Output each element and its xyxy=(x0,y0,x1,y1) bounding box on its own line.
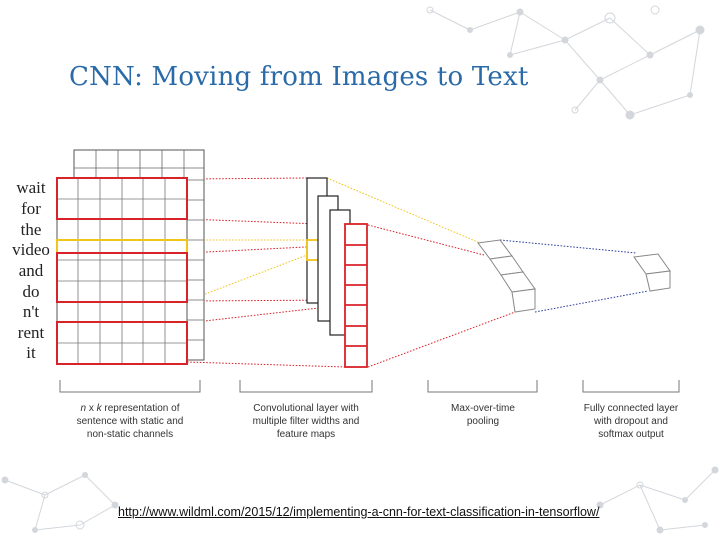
word-the: the xyxy=(20,220,42,239)
caption-input-var-n: n xyxy=(80,403,87,414)
network-decoration-top-right xyxy=(426,5,705,120)
caption-input: n x k representation of sentence with st… xyxy=(55,402,205,441)
output-vector xyxy=(633,253,671,292)
caption-fc-line3: softmax output xyxy=(598,429,664,440)
filter-window-red-top xyxy=(56,177,188,220)
caption-input-x: x xyxy=(86,403,97,414)
caption-input-line3: non-static channels xyxy=(86,429,174,440)
pooling-vector xyxy=(477,239,536,313)
feature-map-red xyxy=(344,223,368,368)
fc-connections xyxy=(499,239,649,313)
network-decoration-bottom-right xyxy=(596,466,719,534)
caption-fc-line1: Fully connected layer xyxy=(583,403,679,414)
caption-fc-line2: with dropout and xyxy=(594,416,668,427)
word-wait: wait xyxy=(16,178,46,197)
network-decoration-bottom-left xyxy=(1,472,119,533)
word-it: it xyxy=(26,343,36,362)
caption-input-line2: sentence with static and xyxy=(76,416,184,427)
caption-pool-line1: Max-over-time xyxy=(451,403,515,414)
caption-pool-line2: pooling xyxy=(466,416,500,427)
word-nt: n't xyxy=(22,302,40,321)
caption-pool: Max-over-time pooling xyxy=(428,402,538,428)
word-for: for xyxy=(21,199,41,218)
caption-conv-line3: feature maps xyxy=(276,429,336,440)
filter-window-red-bottom xyxy=(56,321,188,365)
word-do: do xyxy=(22,282,40,301)
word-rent: rent xyxy=(17,323,45,342)
caption-fc: Fully connected layer with dropout and s… xyxy=(570,402,692,441)
pool-connections xyxy=(326,177,516,368)
caption-conv: Convolutional layer with multiple filter… xyxy=(236,402,376,441)
word-and: and xyxy=(18,261,44,280)
caption-conv-line2: multiple filter widths and xyxy=(252,416,360,427)
source-link[interactable]: http://www.wildml.com/2015/12/implementi… xyxy=(118,505,600,519)
word-video: video xyxy=(12,240,50,259)
slide-title: CNN: Moving from Images to Text xyxy=(69,62,529,92)
caption-input-rest: representation of xyxy=(101,403,180,414)
feature-maps xyxy=(306,177,368,368)
stage-brackets xyxy=(59,380,680,393)
input-matrix xyxy=(56,149,205,365)
filter-window-red-mid xyxy=(56,252,188,303)
caption-conv-line1: Convolutional layer with xyxy=(253,403,359,414)
caption-input-var-k: k xyxy=(96,403,102,414)
